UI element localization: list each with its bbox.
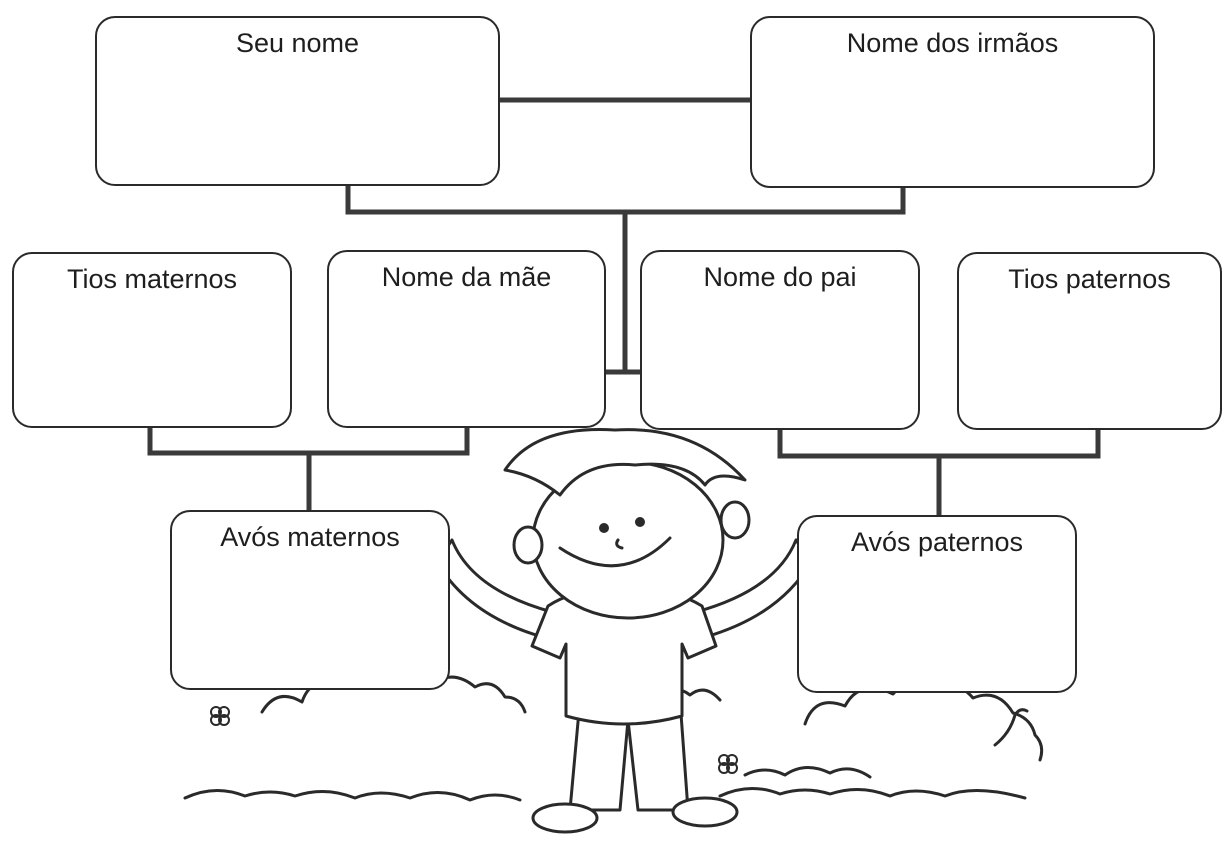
label-avos-paternos: Avós paternos <box>850 527 1024 557</box>
box-nome-mae[interactable]: Nome da mãe <box>327 250 606 428</box>
box-tios-paternos[interactable]: Tios paternos <box>957 252 1222 430</box>
label-nome-pai: Nome do pai <box>703 262 857 292</box>
left-shoe <box>531 802 599 834</box>
boy-face <box>599 517 645 533</box>
right-ear <box>719 500 751 540</box>
flower-icon <box>718 754 738 774</box>
label-avos-maternos: Avós maternos <box>220 522 400 552</box>
box-tios-maternos[interactable]: Tios maternos <box>12 252 292 428</box>
box-nome-irmaos[interactable]: Nome dos irmãos <box>750 16 1155 188</box>
box-nome-pai[interactable]: Nome do pai <box>640 250 920 430</box>
label-nome-irmaos: Nome dos irmãos <box>846 28 1059 58</box>
hair <box>503 428 747 497</box>
box-avos-maternos[interactable]: Avós maternos <box>170 510 450 690</box>
boy-illustration <box>435 428 813 834</box>
left-ear <box>512 525 544 565</box>
label-seu-nome: Seu nome <box>235 28 360 58</box>
top-bracket <box>345 186 906 215</box>
label-tios-paternos: Tios paternos <box>1008 264 1171 294</box>
flower-icon <box>210 706 230 726</box>
label-tios-maternos: Tios maternos <box>66 264 238 294</box>
box-seu-nome[interactable]: Seu nome <box>95 16 500 186</box>
boy-smile <box>558 536 672 568</box>
label-nome-mae: Nome da mãe <box>381 262 552 292</box>
right-shoe <box>671 796 739 828</box>
box-avos-paternos[interactable]: Avós paternos <box>797 515 1077 693</box>
maternal-bracket <box>147 428 470 456</box>
paternal-bracket <box>777 430 1101 459</box>
